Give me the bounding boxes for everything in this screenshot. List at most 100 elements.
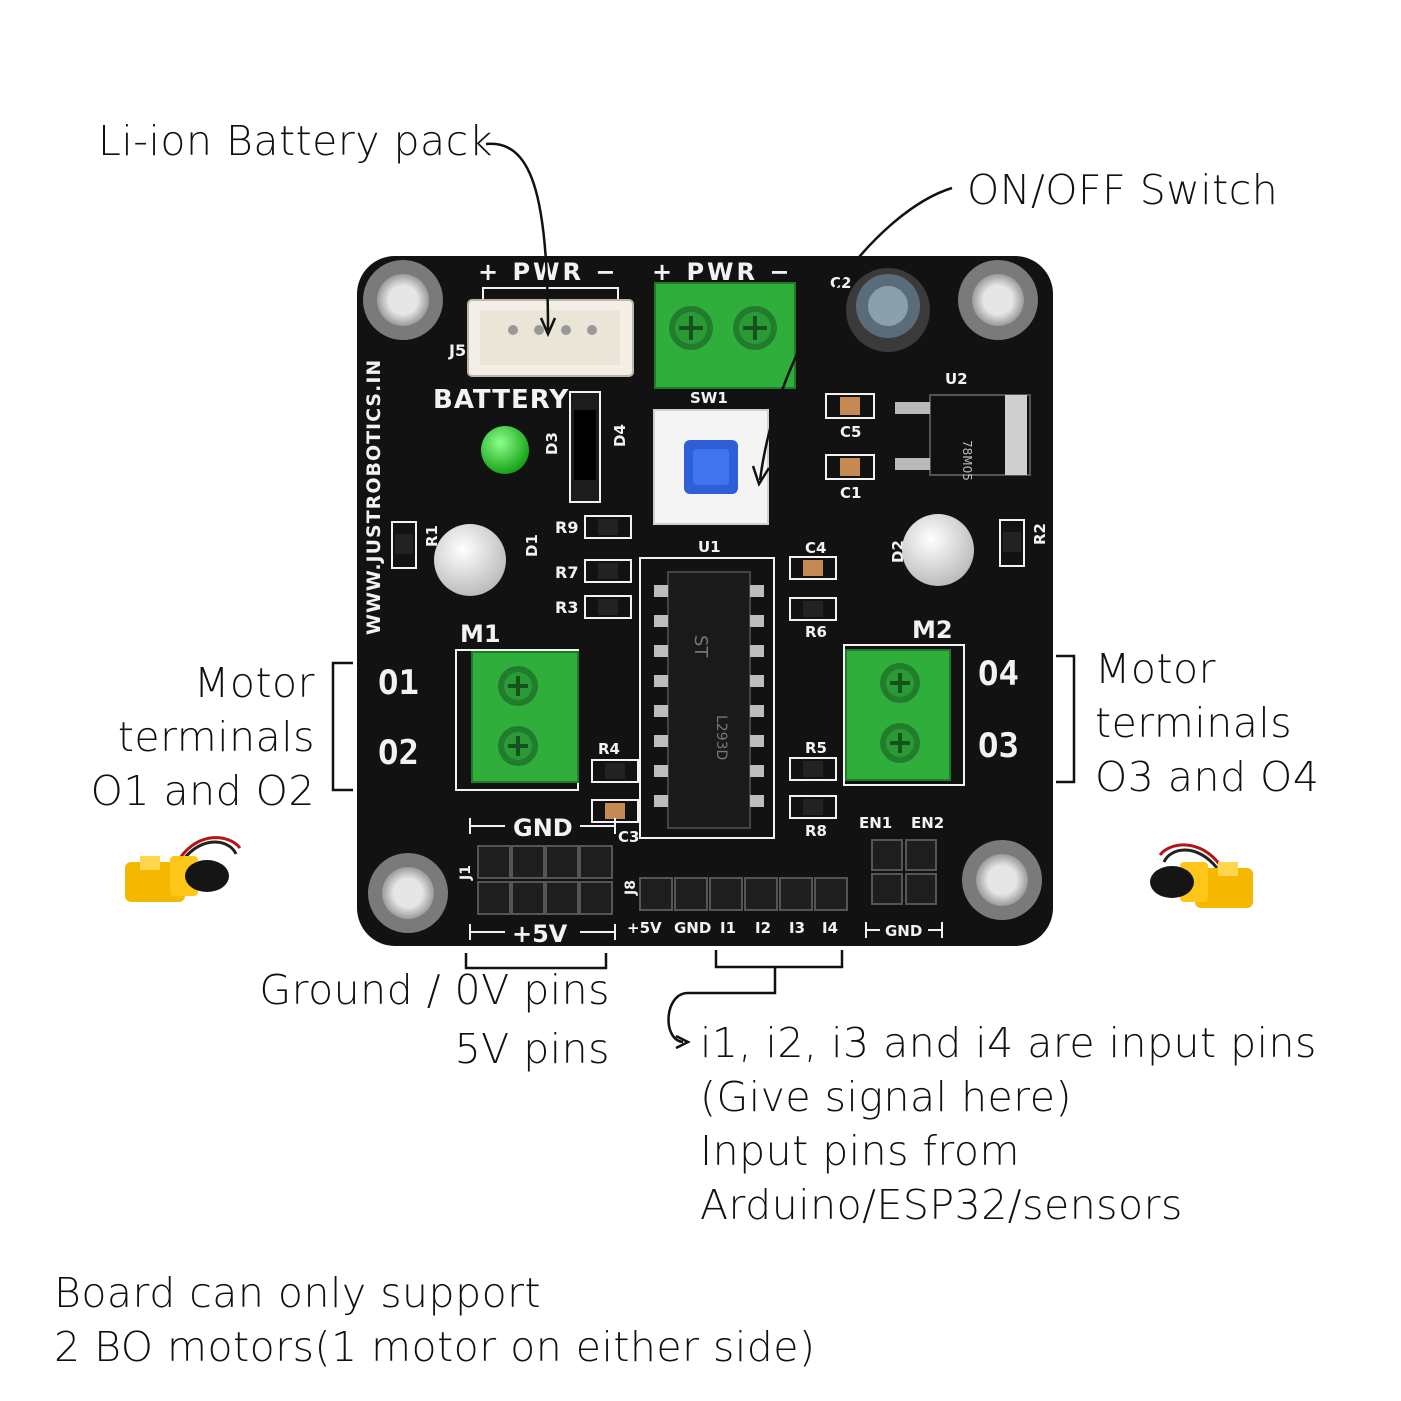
ref-j8: J8: [623, 880, 639, 896]
diode-d4: [569, 391, 601, 503]
capacitor-c5: [825, 393, 875, 419]
input-pins-annotation: i1, i2, i3 and i4 are input pins (Give s…: [700, 1016, 1317, 1232]
ground-pins-bracket: [464, 953, 608, 970]
resistor-r5: [789, 757, 837, 781]
bo-motor-right: [1150, 843, 1253, 908]
resistor-r8: [789, 795, 837, 819]
motor-terminal-m1: [471, 651, 579, 783]
capacitor-c2: [846, 268, 930, 352]
regulator-text: 78M05: [960, 440, 974, 481]
input-pins-arrow: [667, 967, 777, 1044]
m1-label: M1: [460, 620, 501, 648]
five-v-pins-annotation: 5V pins: [454, 1025, 610, 1073]
power-terminal: [654, 282, 796, 389]
ref-r5: R5: [805, 739, 827, 757]
header-label-i2: I2: [755, 919, 771, 937]
ref-r9: R9: [555, 518, 578, 537]
header-label-i1: I1: [720, 919, 736, 937]
o4-label: O4: [978, 654, 1019, 694]
header-label-5v: +5V: [627, 919, 662, 937]
ref-j1: J1: [458, 865, 474, 881]
o3-label: O3: [978, 726, 1019, 766]
header-label-gnd: GND: [674, 919, 711, 937]
motor-driver-chip: ST L293D: [654, 571, 764, 829]
switch-annotation: ON/OFF Switch: [967, 166, 1279, 214]
resistor-r6: [789, 597, 837, 621]
header-label-i3: I3: [789, 919, 805, 937]
mounting-hole: [962, 840, 1042, 920]
ref-r3: R3: [555, 598, 578, 617]
power-switch: [653, 409, 769, 525]
ref-u2: U2: [945, 370, 968, 388]
input-pins-arrowhead: [675, 1034, 691, 1050]
white-led-d1: [434, 524, 506, 596]
plus5v-label: +5V: [512, 920, 568, 948]
resistor-r2: [999, 519, 1025, 567]
input-pins-line-4: Arduino/ESP32/sensors: [700, 1181, 1183, 1229]
resistor-r1: [391, 521, 417, 569]
input-header-j8: [639, 877, 848, 911]
motor-left-annotation: Motor terminals O1 and O2: [91, 656, 315, 818]
ref-u1: U1: [698, 538, 721, 556]
bo-motor-left: [125, 836, 242, 902]
motor-right-line-2: terminals: [1095, 699, 1293, 747]
chip-part: L293D: [713, 715, 729, 760]
o2-label: O2: [378, 733, 419, 773]
motor-left-line-2: terminals: [117, 713, 315, 761]
resistor-r7: [584, 559, 632, 583]
board-url: WWW.JUSTROBOTICS.IN: [363, 359, 385, 635]
battery-arrow: [485, 142, 550, 331]
switch-arrowhead: [751, 465, 771, 487]
resistor-r4: [591, 759, 639, 783]
ref-c5: C5: [840, 423, 861, 441]
left-motor-bracket: [331, 661, 353, 792]
voltage-regulator: 78M05: [895, 394, 1031, 481]
ref-c4: C4: [805, 539, 826, 557]
ref-r4: R4: [598, 740, 620, 758]
white-led-d2: [902, 514, 974, 586]
ref-d4: D4: [611, 424, 629, 447]
input-pins-line-3: Input pins from: [700, 1127, 1020, 1175]
m2-label: M2: [912, 616, 953, 644]
motor-terminal-m2: [845, 649, 951, 781]
battery-label: BATTERY: [433, 385, 569, 415]
en2-label: EN2: [911, 814, 944, 832]
mounting-hole: [958, 260, 1038, 340]
enable-header: [871, 839, 937, 905]
green-led: [481, 426, 529, 474]
ref-j5: J5: [448, 341, 466, 360]
input-pins-line-1: i1, i2, i3 and i4 are input pins: [700, 1019, 1317, 1067]
ref-r7: R7: [555, 563, 578, 582]
ref-d1: D1: [523, 534, 541, 557]
motor-right-line-1: Motor: [1095, 645, 1216, 693]
motor-right-line-3: O3 and O4: [1095, 753, 1320, 801]
battery-connector: [467, 287, 634, 377]
gnd-small-label: GND: [885, 922, 922, 940]
resistor-r9: [584, 515, 632, 539]
en1-label: EN1: [859, 814, 892, 832]
ref-r2: R2: [1031, 523, 1049, 545]
resistor-r3: [584, 595, 632, 619]
footer-note: Board can only support 2 BO motors(1 mot…: [54, 1266, 816, 1374]
annotation-lines: [331, 142, 1076, 1050]
motor-right-annotation: Motor terminals O3 and O4: [1095, 642, 1319, 804]
pwr-label-right: + PWR −: [652, 258, 792, 286]
battery-pack-annotation: Li-ion Battery pack: [98, 117, 493, 165]
capacitor-c1: [825, 454, 875, 480]
ground-pins-annotation: Ground / 0V pins: [259, 966, 610, 1014]
ref-d3: D3: [543, 432, 561, 455]
header-labels: +5V GND I1 I2 I3 I4: [627, 919, 838, 937]
mounting-hole: [368, 853, 448, 933]
gnd-label: GND: [513, 814, 573, 842]
switch-arrow: [758, 186, 953, 481]
right-motor-bracket: [1056, 654, 1076, 784]
o1-label: O1: [378, 663, 419, 703]
input-pins-line-2: (Give signal here): [700, 1073, 1072, 1121]
ref-c1: C1: [840, 484, 861, 502]
footer-line-2: 2 BO motors(1 motor on either side): [54, 1323, 816, 1371]
motor-left-line-1: Motor: [194, 659, 315, 707]
ref-c3: C3: [618, 828, 639, 846]
capacitor-c4: [789, 556, 837, 580]
chip-logo: ST: [690, 635, 711, 658]
